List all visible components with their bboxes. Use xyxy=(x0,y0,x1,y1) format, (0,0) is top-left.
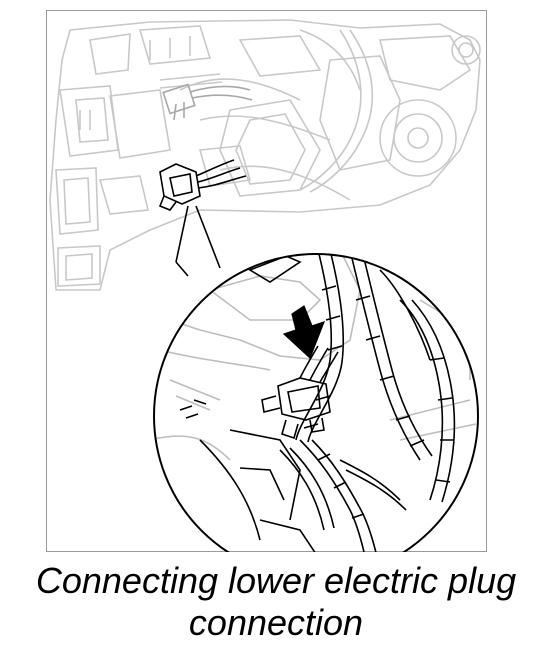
callout-lines xyxy=(175,205,221,277)
down-arrow-icon xyxy=(282,305,326,360)
figure-caption: Connecting lower electric plug connectio… xyxy=(0,560,552,644)
lower-connector-main xyxy=(158,159,247,211)
detail-circle-outline xyxy=(153,253,479,552)
caption-line-2: connection xyxy=(188,602,364,643)
hvac-illustration xyxy=(49,19,481,552)
upper-connector xyxy=(162,83,253,121)
detail-magnifier xyxy=(154,254,477,552)
caption-line-1: Connecting lower electric plug xyxy=(35,560,517,601)
hvac-housing-background xyxy=(49,19,481,291)
